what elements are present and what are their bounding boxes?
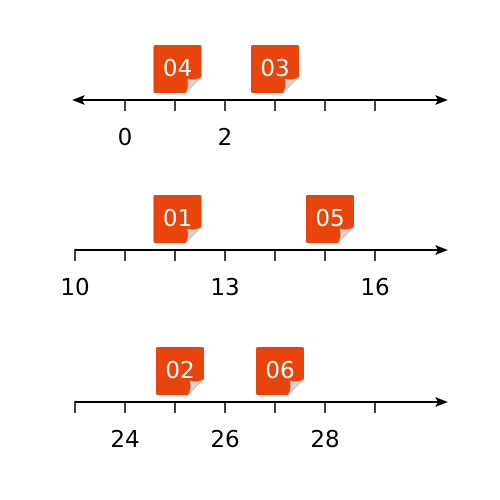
left-arrowhead [72, 95, 85, 105]
sticky-note: 02 [156, 347, 205, 396]
tick-label: 0 [118, 125, 133, 151]
sticky-label: 02 [165, 358, 194, 384]
sticky-fold-corner [282, 76, 300, 94]
sticky-label: 04 [163, 56, 192, 82]
sticky-fold-corner [185, 76, 202, 94]
sticky-label: 03 [260, 56, 289, 82]
sticky-note: 05 [306, 195, 355, 244]
number-line-2: 10 13 16 01 05 [60, 195, 448, 301]
right-arrowhead [435, 95, 448, 105]
sticky-fold-corner [287, 378, 305, 396]
sticky-fold-corner [185, 226, 202, 244]
sticky-fold-corner [337, 226, 355, 244]
sticky-note: 04 [153, 45, 202, 94]
right-arrowhead [435, 397, 448, 407]
sticky-label: 06 [265, 358, 294, 384]
tick-label: 2 [218, 125, 233, 151]
tick-label: 26 [210, 427, 239, 453]
sticky-note: 01 [153, 195, 202, 244]
sticky-note: 06 [256, 347, 305, 396]
sticky-label: 01 [163, 206, 192, 232]
tick-label: 13 [210, 275, 239, 301]
number-line-3: 24 26 28 02 06 [74, 347, 448, 453]
sticky-fold-corner [187, 378, 205, 396]
tick-label: 24 [110, 427, 139, 453]
sticky-label: 05 [315, 206, 344, 232]
tick-label: 10 [60, 275, 89, 301]
tick-label: 16 [360, 275, 389, 301]
tick-label: 28 [310, 427, 339, 453]
sticky-note: 03 [251, 45, 300, 94]
number-line-1: 0 2 04 03 [72, 45, 448, 151]
right-arrowhead [435, 245, 448, 255]
